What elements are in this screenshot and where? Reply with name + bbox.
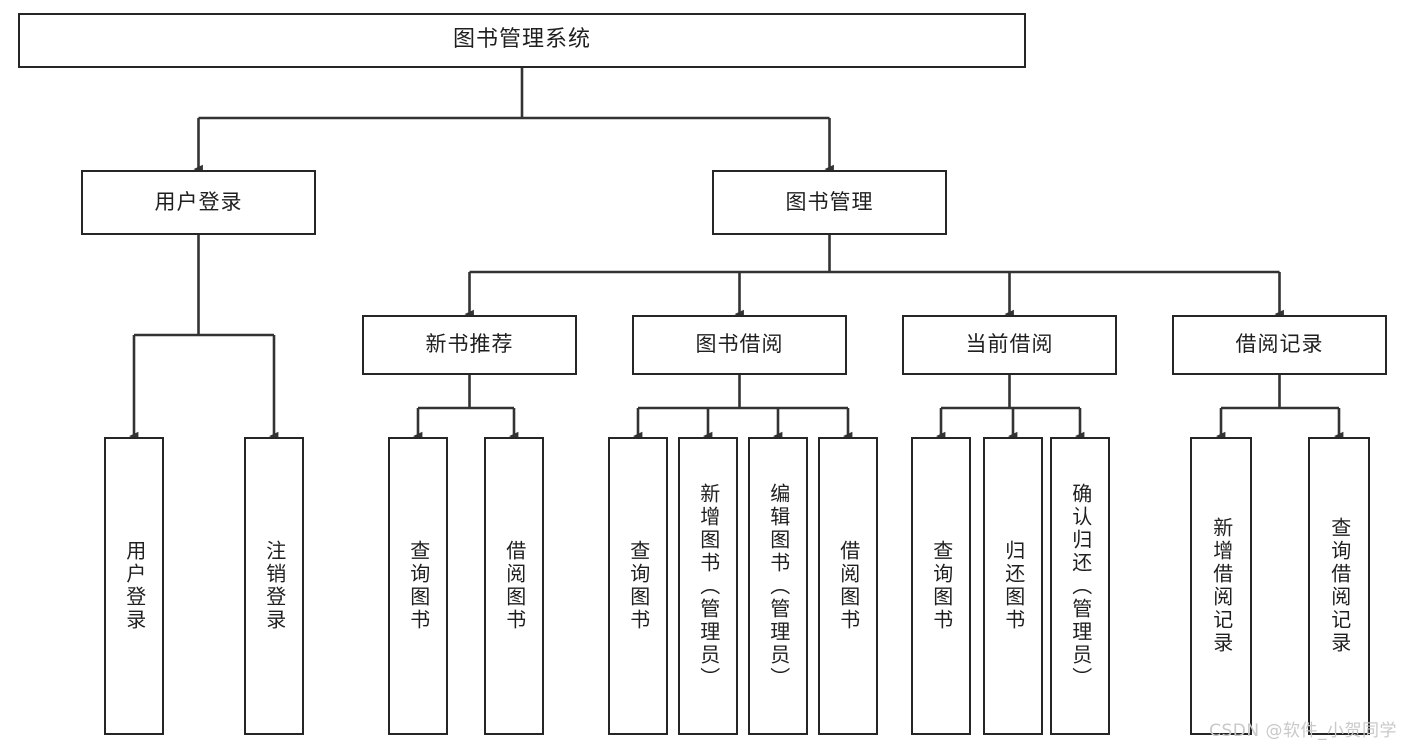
node-borrow[interactable]: 图书借阅 bbox=[632, 315, 847, 375]
node-label: 查询图书 bbox=[406, 540, 431, 632]
node-label: 新书推荐 bbox=[425, 332, 514, 357]
node-label: 查询借阅记录 bbox=[1327, 517, 1352, 655]
node-current[interactable]: 当前借阅 bbox=[902, 315, 1117, 375]
node-l13[interactable]: 查询借阅记录 bbox=[1308, 437, 1370, 735]
watermark-text: CSDN @软件_小贺同学 bbox=[1209, 721, 1397, 741]
node-l8[interactable]: 借阅图书 bbox=[818, 437, 878, 735]
node-root[interactable]: 图书管理系统 bbox=[18, 13, 1026, 68]
node-l6[interactable]: 新增图书（管理员） bbox=[678, 437, 738, 735]
node-l7[interactable]: 编辑图书（管理员） bbox=[748, 437, 808, 735]
node-l12[interactable]: 新增借阅记录 bbox=[1190, 437, 1252, 735]
node-label: 图书管理 bbox=[785, 189, 874, 214]
node-label: 归还图书 bbox=[1001, 540, 1026, 632]
node-label: 注销登录 bbox=[262, 540, 287, 632]
node-login[interactable]: 用户登录 bbox=[81, 170, 316, 235]
node-label: 图书借阅 bbox=[695, 332, 784, 357]
node-label: 新增借阅记录 bbox=[1209, 517, 1234, 655]
node-label: 确认归还（管理员） bbox=[1068, 482, 1093, 690]
node-l4[interactable]: 借阅图书 bbox=[484, 437, 544, 735]
node-label: 图书管理系统 bbox=[452, 27, 591, 53]
node-label: 查询图书 bbox=[929, 540, 954, 632]
node-label: 查询图书 bbox=[626, 540, 651, 632]
node-l11[interactable]: 确认归还（管理员） bbox=[1050, 437, 1110, 735]
node-l2[interactable]: 注销登录 bbox=[244, 437, 304, 735]
node-l9[interactable]: 查询图书 bbox=[911, 437, 971, 735]
node-label: 用户登录 bbox=[154, 189, 243, 214]
node-l5[interactable]: 查询图书 bbox=[608, 437, 668, 735]
node-l10[interactable]: 归还图书 bbox=[983, 437, 1043, 735]
node-label: 编辑图书（管理员） bbox=[766, 482, 791, 690]
node-l3[interactable]: 查询图书 bbox=[388, 437, 448, 735]
node-label: 当前借阅 bbox=[965, 332, 1054, 357]
node-label: 借阅记录 bbox=[1235, 332, 1324, 357]
node-newbook[interactable]: 新书推荐 bbox=[362, 315, 577, 375]
node-records[interactable]: 借阅记录 bbox=[1172, 315, 1387, 375]
node-label: 借阅图书 bbox=[836, 540, 861, 632]
node-bookmgmt[interactable]: 图书管理 bbox=[712, 170, 947, 235]
node-l1[interactable]: 用户登录 bbox=[104, 437, 164, 735]
node-label: 用户登录 bbox=[122, 540, 147, 632]
node-label: 借阅图书 bbox=[502, 540, 527, 632]
node-label: 新增图书（管理员） bbox=[696, 482, 721, 690]
